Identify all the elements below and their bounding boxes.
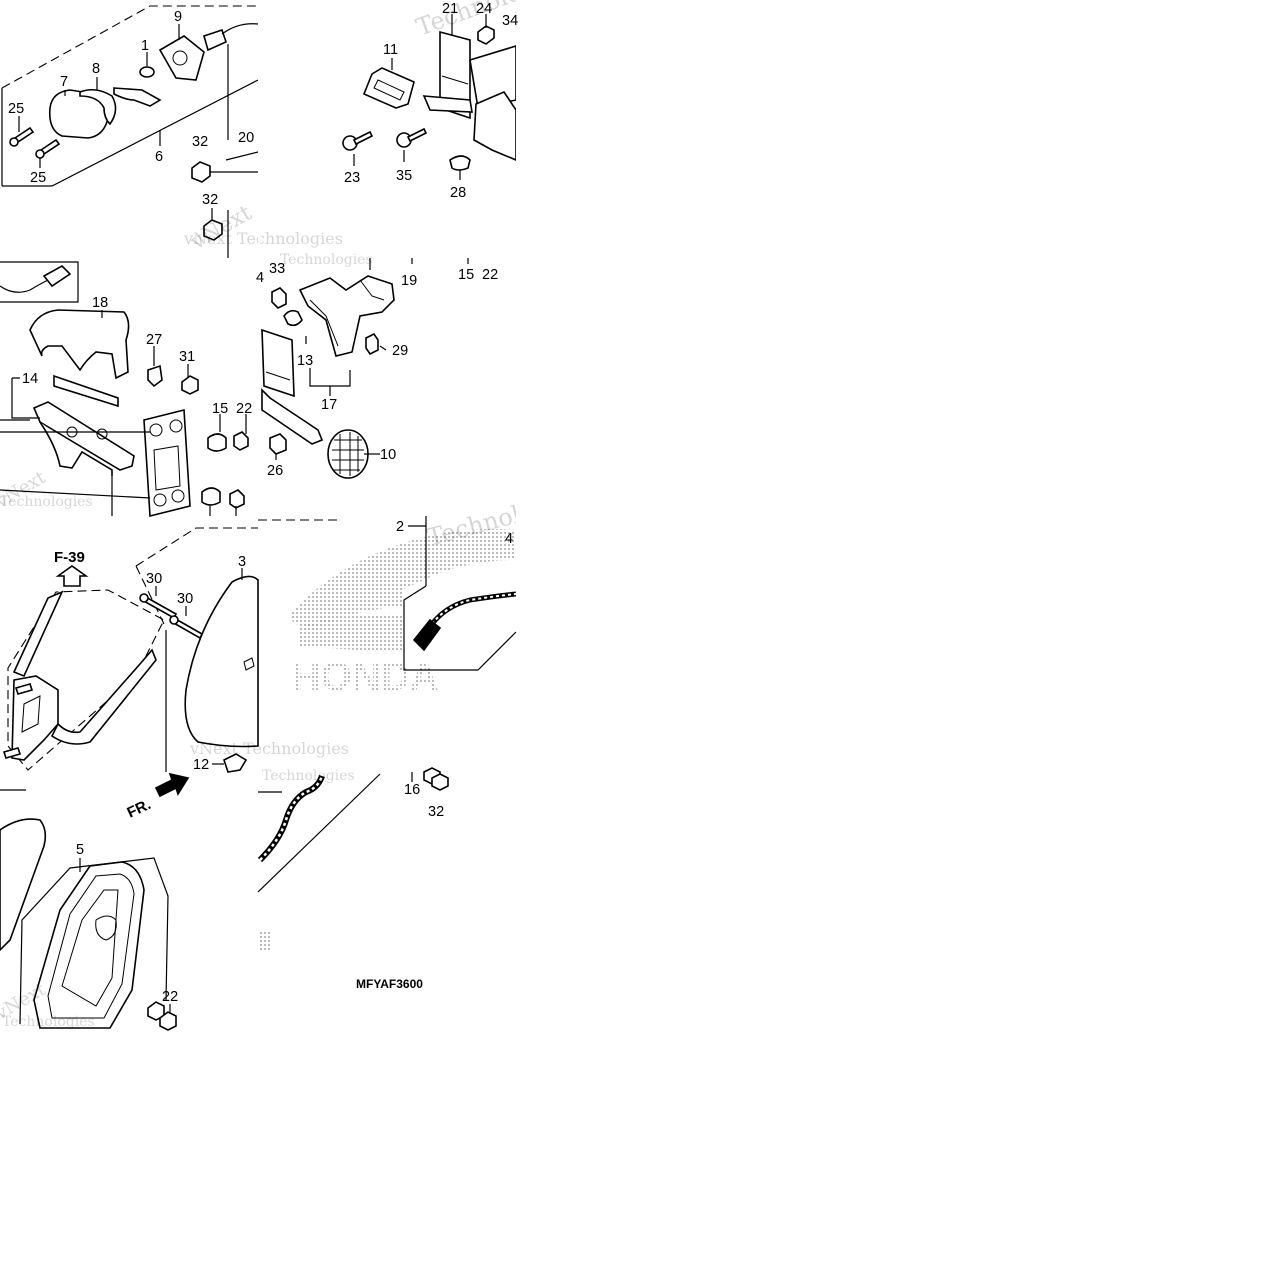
callout-number: 15 bbox=[458, 267, 474, 283]
callout-number: 15 bbox=[212, 401, 228, 417]
callout-number: 11 bbox=[383, 42, 398, 58]
plate bbox=[261, 328, 295, 398]
callout-number: 29 bbox=[392, 343, 408, 359]
panel-rear-fender-bracket bbox=[0, 261, 249, 518]
callout-number: 25 bbox=[30, 170, 46, 186]
panel-grab-rail bbox=[2, 527, 259, 798]
callout-number: 21 bbox=[442, 1, 458, 17]
callout-number: 22 bbox=[162, 989, 178, 1005]
callout-number: 32 bbox=[202, 192, 218, 208]
callout-number: 5 bbox=[76, 842, 84, 858]
rear-cover bbox=[29, 309, 130, 380]
callout-number: 9 bbox=[174, 9, 182, 25]
callout-number: 26 bbox=[267, 463, 283, 479]
callout-number: 13 bbox=[297, 353, 313, 369]
license-light bbox=[362, 67, 415, 109]
callout-number: 22 bbox=[236, 401, 252, 417]
license-plate-base bbox=[143, 408, 191, 518]
license-plate-bracket bbox=[439, 30, 471, 120]
callout-number: 4 bbox=[505, 531, 513, 547]
panel-tail-light bbox=[0, 789, 177, 1031]
panel-license-light bbox=[342, 14, 517, 180]
callout-number: 34 bbox=[502, 13, 518, 29]
callout-number: 1 bbox=[141, 38, 149, 54]
stay-bracket bbox=[298, 275, 395, 357]
callout-number: 27 bbox=[146, 332, 162, 348]
callout-number: 23 bbox=[344, 170, 360, 186]
panel-tail-light-bulb bbox=[1, 5, 259, 258]
diagram-code: MFYAF3600 bbox=[356, 977, 423, 991]
callout-number: 20 bbox=[238, 130, 254, 146]
panel-reflector-bracket bbox=[258, 258, 469, 521]
callout-number: 14 bbox=[22, 371, 38, 387]
callout-number: 19 bbox=[401, 273, 417, 289]
up-arrow-icon bbox=[55, 565, 89, 587]
callout-number: 25 bbox=[8, 101, 24, 117]
watermark-text: vNext Technologies bbox=[189, 739, 349, 758]
callout-number: 32 bbox=[428, 804, 444, 820]
reflector-bracket bbox=[113, 87, 162, 107]
watermark-text: Technologies bbox=[0, 494, 93, 510]
connector bbox=[42, 265, 72, 288]
harness-connector bbox=[412, 618, 442, 652]
reflector bbox=[327, 429, 369, 479]
callout-number: 33 bbox=[269, 261, 285, 277]
callout-number: 30 bbox=[177, 591, 193, 607]
watermark-text: Technologies bbox=[262, 768, 355, 784]
grommet bbox=[449, 155, 471, 171]
panel-harness: HONDA bbox=[292, 516, 517, 699]
tail-light bbox=[33, 861, 145, 1029]
callout-number: 2 bbox=[396, 519, 404, 535]
callout-number: 24 bbox=[476, 1, 492, 17]
callout-number: 17 bbox=[321, 397, 337, 413]
rear-cowl bbox=[184, 575, 259, 748]
callout-number: 18 bbox=[92, 295, 108, 311]
clip bbox=[147, 364, 163, 388]
front-label: FR. bbox=[125, 796, 154, 822]
honda-brand-text: HONDA bbox=[292, 655, 439, 699]
honda-wing-logo bbox=[292, 529, 516, 627]
reference-label: F-39 bbox=[54, 549, 85, 566]
watermark-text: vNext Technologies bbox=[183, 229, 343, 248]
callout-number: 12 bbox=[193, 757, 209, 773]
panel-tail-harness bbox=[257, 767, 449, 950]
callout-number: 35 bbox=[396, 168, 412, 184]
callout-number: 8 bbox=[92, 61, 100, 77]
callout-number: 32 bbox=[192, 134, 208, 150]
callout-number: 7 bbox=[60, 74, 68, 90]
bulb-socket bbox=[158, 35, 205, 81]
callout-number: 28 bbox=[450, 185, 466, 201]
callout-number: 31 bbox=[179, 349, 195, 365]
side-cover bbox=[0, 818, 47, 952]
front-arrow-icon bbox=[154, 772, 190, 798]
watermark-text: Technologies bbox=[2, 1014, 95, 1030]
lens-gasket bbox=[79, 88, 117, 126]
callout-number: 30 bbox=[146, 571, 162, 587]
callout-number: 4 bbox=[256, 270, 264, 286]
callout-number: 16 bbox=[404, 782, 420, 798]
nut bbox=[191, 161, 211, 183]
watermark-text: Technologies bbox=[280, 252, 373, 268]
callout-number: 6 bbox=[155, 149, 163, 165]
bulb bbox=[139, 66, 155, 78]
callouts: 1 2 3 4 4 5 6 7 8 9 10 11 12 13 14 15 15… bbox=[8, 1, 518, 1005]
nut bbox=[181, 375, 199, 395]
callout-number: 10 bbox=[380, 447, 396, 463]
callout-number: 3 bbox=[238, 554, 246, 570]
callout-number: 22 bbox=[482, 267, 498, 283]
grab-rail bbox=[12, 590, 64, 678]
